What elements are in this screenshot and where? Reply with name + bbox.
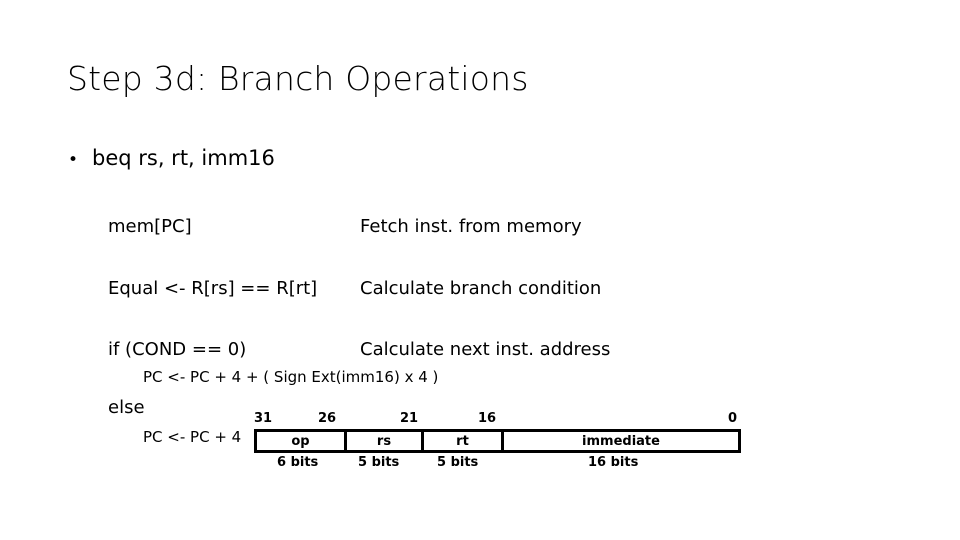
operation-comment: Calculate next inst. address [360,339,611,360]
instruction-format-figure: 31 26 21 16 0 op rs rt immediate 6 bits … [254,412,741,476]
page-title: Step 3d: Branch Operations [67,59,529,98]
bullet-marker-icon: • [68,150,79,170]
branch-taken-assignment: PC <- PC + 4 + ( Sign Ext(imm16) x 4 ) [143,368,439,386]
bit-label-31: 31 [254,411,273,426]
instruction-bullet: • beq rs, rt, imm16 [68,146,275,170]
instruction-field-rt: rt [421,432,501,450]
field-width-rs: 5 bits [358,455,400,470]
operation-comment: Calculate branch condition [360,278,602,299]
instruction-field-rs: rs [344,432,421,450]
instruction-fields-box: op rs rt immediate [254,429,741,453]
operation-code: mem[PC] [108,216,192,237]
bit-label-26: 26 [318,411,337,426]
operation-comment: Fetch inst. from memory [360,216,582,237]
bit-label-21: 21 [400,411,419,426]
field-width-immediate: 16 bits [588,455,639,470]
instruction-field-op: op [291,433,310,449]
else-keyword: else [108,397,145,418]
field-width-rt: 5 bits [437,455,479,470]
operation-row-condition: Equal <- R[rs] == R[rt] Calculate branch … [108,278,601,300]
bullet-label: beq rs, rt, imm16 [92,146,275,170]
operation-code: if (COND == 0) [108,339,247,360]
field-width-labels: 6 bits 5 bits 5 bits 16 bits [254,456,741,476]
operation-row-next-address: if (COND == 0) Calculate next inst. addre… [108,339,610,361]
bit-label-16: 16 [478,411,497,426]
operation-code: Equal <- R[rs] == R[rt] [108,278,318,299]
instruction-field-immediate: immediate [501,432,738,450]
bit-label-0: 0 [728,411,738,426]
branch-not-taken-assignment: PC <- PC + 4 [143,428,242,446]
field-width-op: 6 bits [277,455,319,470]
operation-row-fetch: mem[PC] Fetch inst. from memory [108,216,582,238]
bit-index-labels: 31 26 21 16 0 [254,412,741,429]
